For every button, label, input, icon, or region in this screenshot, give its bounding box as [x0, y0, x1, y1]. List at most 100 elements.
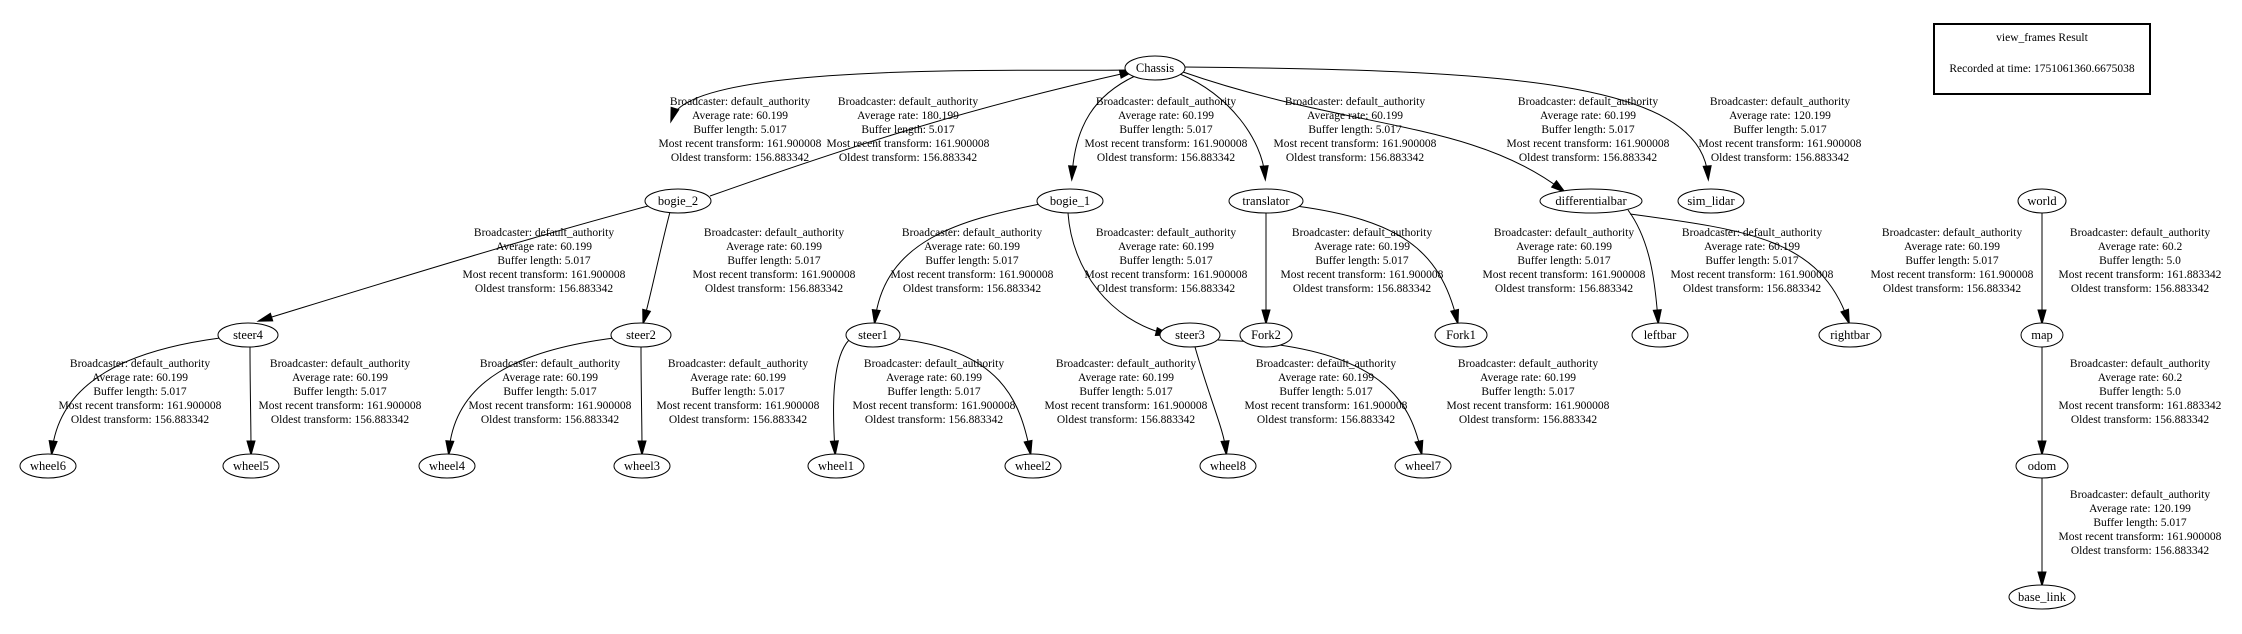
- arrowhead: [1414, 439, 1424, 457]
- edge-label-line: Broadcaster: default_authority: [2070, 358, 2210, 370]
- node-translator: translator: [1228, 188, 1304, 214]
- edge-line: [448, 337, 615, 452]
- arrowhead: [1261, 309, 1271, 326]
- node-ellipse: [644, 188, 712, 214]
- edge-label-line: Most recent transform: 161.900008: [1274, 138, 1437, 150]
- edge-label-line: Broadcaster: default_authority: [838, 96, 978, 108]
- legend-border: [1933, 23, 2151, 95]
- edge-label-line: Buffer length: 5.017: [293, 386, 387, 398]
- edge-label-line: Average rate: 60.199: [502, 372, 598, 384]
- node-ellipse: [613, 453, 671, 479]
- edge-label-line: Most recent transform: 161.900008: [463, 269, 626, 281]
- edge-label-line: Buffer length: 5.0: [2099, 255, 2181, 267]
- node-base_link: base_link: [2008, 584, 2076, 610]
- arrowhead: [1550, 179, 1567, 194]
- edge-line: [1182, 71, 1563, 191]
- legend-title: view_frames Result: [1996, 32, 2088, 44]
- node-ellipse: [2017, 188, 2067, 214]
- node-sim_lidar: sim_lidar: [1677, 188, 1745, 214]
- edge-label-line: Buffer length: 5.017: [693, 124, 787, 136]
- arrowhead: [1220, 440, 1230, 457]
- node-label: wheel6: [30, 459, 66, 473]
- edge-label-line: Oldest transform: 156.883342: [903, 283, 1042, 295]
- edge-label-line: Oldest transform: 156.883342: [71, 414, 210, 426]
- edge-label-line: Buffer length: 5.017: [727, 255, 821, 267]
- edge-label-line: Average rate: 60.2: [2098, 372, 2183, 384]
- edge-line: [640, 346, 643, 452]
- edge-label-line: Buffer length: 5.017: [1079, 386, 1173, 398]
- edge-label-line: Average rate: 60.199: [1516, 241, 1612, 253]
- edge-label-line: Broadcaster: default_authority: [1882, 227, 2022, 239]
- arrowhead: [2037, 440, 2047, 457]
- edge-label-line: Oldest transform: 156.883342: [1257, 414, 1396, 426]
- node-wheel2: wheel2: [1004, 453, 1062, 479]
- edge-line: [1295, 205, 1458, 321]
- arrowhead: [1259, 165, 1269, 182]
- edge-line: [249, 346, 252, 452]
- node-rightbar: rightbar: [1818, 322, 1882, 348]
- edge-label-line: Broadcaster: default_authority: [1458, 358, 1598, 370]
- edge-label-line: Most recent transform: 161.900008: [1085, 138, 1248, 150]
- edge-label-line: Average rate: 60.199: [1118, 241, 1214, 253]
- edge-label-line: Average rate: 60.199: [1480, 372, 1576, 384]
- node-ellipse: [1818, 322, 1882, 348]
- edge-label-line: Oldest transform: 156.883342: [2071, 283, 2210, 295]
- edge-line: [1194, 346, 1227, 452]
- edge-label-line: Buffer length: 5.017: [925, 255, 1019, 267]
- edge-line: [261, 205, 649, 321]
- edge-label-line: Oldest transform: 156.883342: [1711, 152, 1850, 164]
- edge-label-line: Buffer length: 5.017: [1481, 386, 1575, 398]
- edge-line: [709, 71, 1131, 197]
- edge-label-line: Buffer length: 5.017: [691, 386, 785, 398]
- node-ellipse: [1004, 453, 1062, 479]
- edge-label-line: Most recent transform: 161.900008: [853, 400, 1016, 412]
- edge-label-line: Most recent transform: 161.900008: [657, 400, 820, 412]
- node-label: wheel2: [1015, 459, 1051, 473]
- edge-label-line: Average rate: 60.199: [1904, 241, 2000, 253]
- edge-label-line: Average rate: 60.199: [1278, 372, 1374, 384]
- node-label: wheel5: [233, 459, 269, 473]
- edge-label-line: Average rate: 60.2: [2098, 241, 2183, 253]
- edge-label-line: Oldest transform: 156.883342: [2071, 414, 2210, 426]
- edge-label-line: Buffer length: 5.017: [2093, 517, 2187, 529]
- edge-label-line: Buffer length: 5.017: [1905, 255, 1999, 267]
- node-wheel3: wheel3: [613, 453, 671, 479]
- arrowhead: [1840, 308, 1850, 326]
- edge-label-line: Average rate: 60.199: [496, 241, 592, 253]
- edge-label-line: Oldest transform: 156.883342: [271, 414, 410, 426]
- edge-label-line: Most recent transform: 161.900008: [891, 269, 1054, 281]
- node-label: steer1: [858, 328, 888, 342]
- arrowhead: [871, 309, 881, 326]
- edge-label-line: Oldest transform: 156.883342: [1293, 283, 1432, 295]
- edge-label-line: Most recent transform: 161.900008: [469, 400, 632, 412]
- arrowhead: [637, 440, 647, 457]
- node-label: map: [2031, 328, 2053, 342]
- arrowhead: [829, 440, 839, 457]
- edge-label-line: Average rate: 60.199: [1704, 241, 1800, 253]
- edge-label-line: Most recent transform: 161.900008: [2059, 531, 2222, 543]
- node-label: Fork1: [1446, 328, 1476, 342]
